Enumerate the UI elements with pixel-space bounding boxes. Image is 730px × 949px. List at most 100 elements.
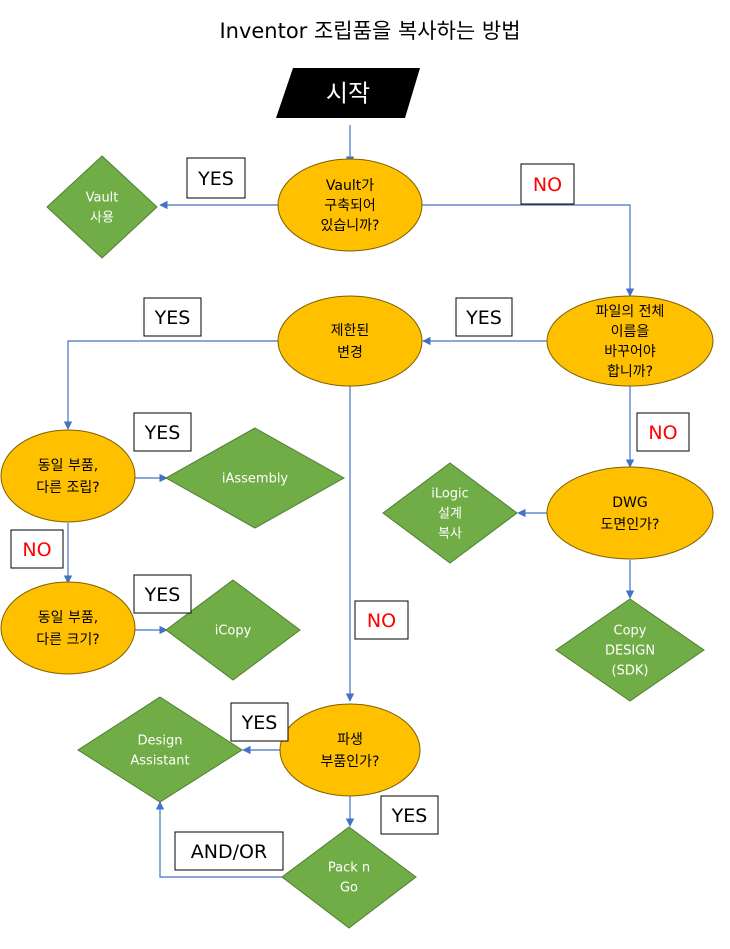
label-text: YES xyxy=(391,805,428,827)
action-iassembly: iAssembly xyxy=(164,427,346,529)
label-box xyxy=(133,574,192,614)
node-line: 시작 xyxy=(326,80,370,108)
label-box xyxy=(133,412,192,452)
label-text: YES xyxy=(154,307,191,329)
action-pack-n-go: Pack nGo xyxy=(281,826,417,929)
node-line: 이름을 xyxy=(611,324,650,340)
node-line: 다른 조립? xyxy=(36,480,99,496)
action-iassembly-label: iAssembly xyxy=(222,472,289,487)
node-line: 사용 xyxy=(90,211,114,226)
decision-same-asm-shape xyxy=(0,429,136,523)
node-line: 동일 부품, xyxy=(38,610,98,626)
label-and-or: AND/OR xyxy=(174,831,284,871)
action-iassembly-shape xyxy=(164,427,346,529)
label-box xyxy=(354,600,409,640)
label-box xyxy=(143,297,202,337)
node-line: Design xyxy=(138,734,183,749)
node-line: (SDK) xyxy=(612,664,649,679)
label-box xyxy=(174,831,284,871)
action-copy-design-shape xyxy=(555,598,705,702)
connector-vault-no xyxy=(422,204,635,297)
node-line: 도면인가? xyxy=(601,517,660,533)
action-icopy: iCopy xyxy=(165,579,301,681)
decision-same-size: 동일 부품,다른 크기? xyxy=(0,581,136,675)
decision-rename-shape xyxy=(546,295,714,387)
label-vault-yes: YES xyxy=(186,157,246,199)
label-text: NO xyxy=(367,610,396,632)
node-line: Assistant xyxy=(130,754,189,769)
label-box xyxy=(380,795,439,835)
label-text: NO xyxy=(533,174,562,196)
label-box xyxy=(10,529,64,569)
decision-limited-shape xyxy=(277,295,423,387)
node-line: DESIGN xyxy=(605,644,655,659)
node-line: iCopy xyxy=(215,624,252,639)
connector-limited-yes xyxy=(63,340,278,430)
connectors xyxy=(63,125,635,878)
start-node: 시작 xyxy=(276,68,420,118)
diagram-title: Inventor 조립품을 복사하는 방법 xyxy=(219,19,520,43)
action-ilogic-shape xyxy=(382,462,518,564)
label-text: YES xyxy=(241,712,278,734)
label-box xyxy=(186,157,246,199)
node-line: 부품인가? xyxy=(321,754,380,770)
decision-dwg: DWG 도면인가? xyxy=(546,466,714,560)
label-same-asm-no: NO xyxy=(10,529,64,569)
label-text: NO xyxy=(648,422,677,444)
node-line: iAssembly xyxy=(222,472,289,487)
label-limited-yes: YES xyxy=(143,297,202,337)
node-line: Pack n xyxy=(328,861,370,876)
decision-vault-shape xyxy=(277,158,423,252)
label-box xyxy=(636,412,690,452)
label-rename-no: NO xyxy=(636,412,690,452)
label-text: YES xyxy=(197,168,234,190)
action-icopy-label: iCopy xyxy=(215,624,252,639)
node-line: 제한된 xyxy=(331,323,370,339)
label-text: AND/OR xyxy=(191,841,267,863)
label-same-size-yes: YES xyxy=(133,574,192,614)
label-box xyxy=(230,702,289,742)
node-line: 합니까? xyxy=(607,364,653,380)
label-derived-yes2: YES xyxy=(380,795,439,835)
node-line: iLogic xyxy=(431,487,469,502)
decision-same-asm: 동일 부품,다른 조립? xyxy=(0,429,136,523)
action-pack-n-go-shape xyxy=(281,826,417,929)
action-vault-use-shape xyxy=(46,155,158,259)
node-line: 있습니까? xyxy=(321,218,380,234)
label-same-asm-yes: YES xyxy=(133,412,192,452)
node-line: 파일의 전체 xyxy=(596,304,665,320)
decision-dwg-label: DWG 도면인가? xyxy=(601,495,660,533)
action-pack-n-go-label: Pack nGo xyxy=(328,861,370,896)
node-line: 변경 xyxy=(337,345,363,361)
start-shape xyxy=(276,68,420,118)
branch-labels: YES NO YES YES YES NO NO YES NO YES YES … xyxy=(10,157,690,871)
start-label: 시작 xyxy=(326,80,370,108)
decision-derived-shape xyxy=(279,703,421,797)
node-line: DWG xyxy=(612,495,647,511)
label-text: NO xyxy=(22,539,51,561)
node-line: 복사 xyxy=(438,527,462,542)
label-text: YES xyxy=(144,422,181,444)
action-design-assistant-shape xyxy=(77,696,243,803)
node-line: Vault가 xyxy=(326,178,374,194)
label-derived-yes: YES xyxy=(230,702,289,742)
label-rename-yes: YES xyxy=(455,297,513,337)
label-vault-no: NO xyxy=(520,163,575,205)
